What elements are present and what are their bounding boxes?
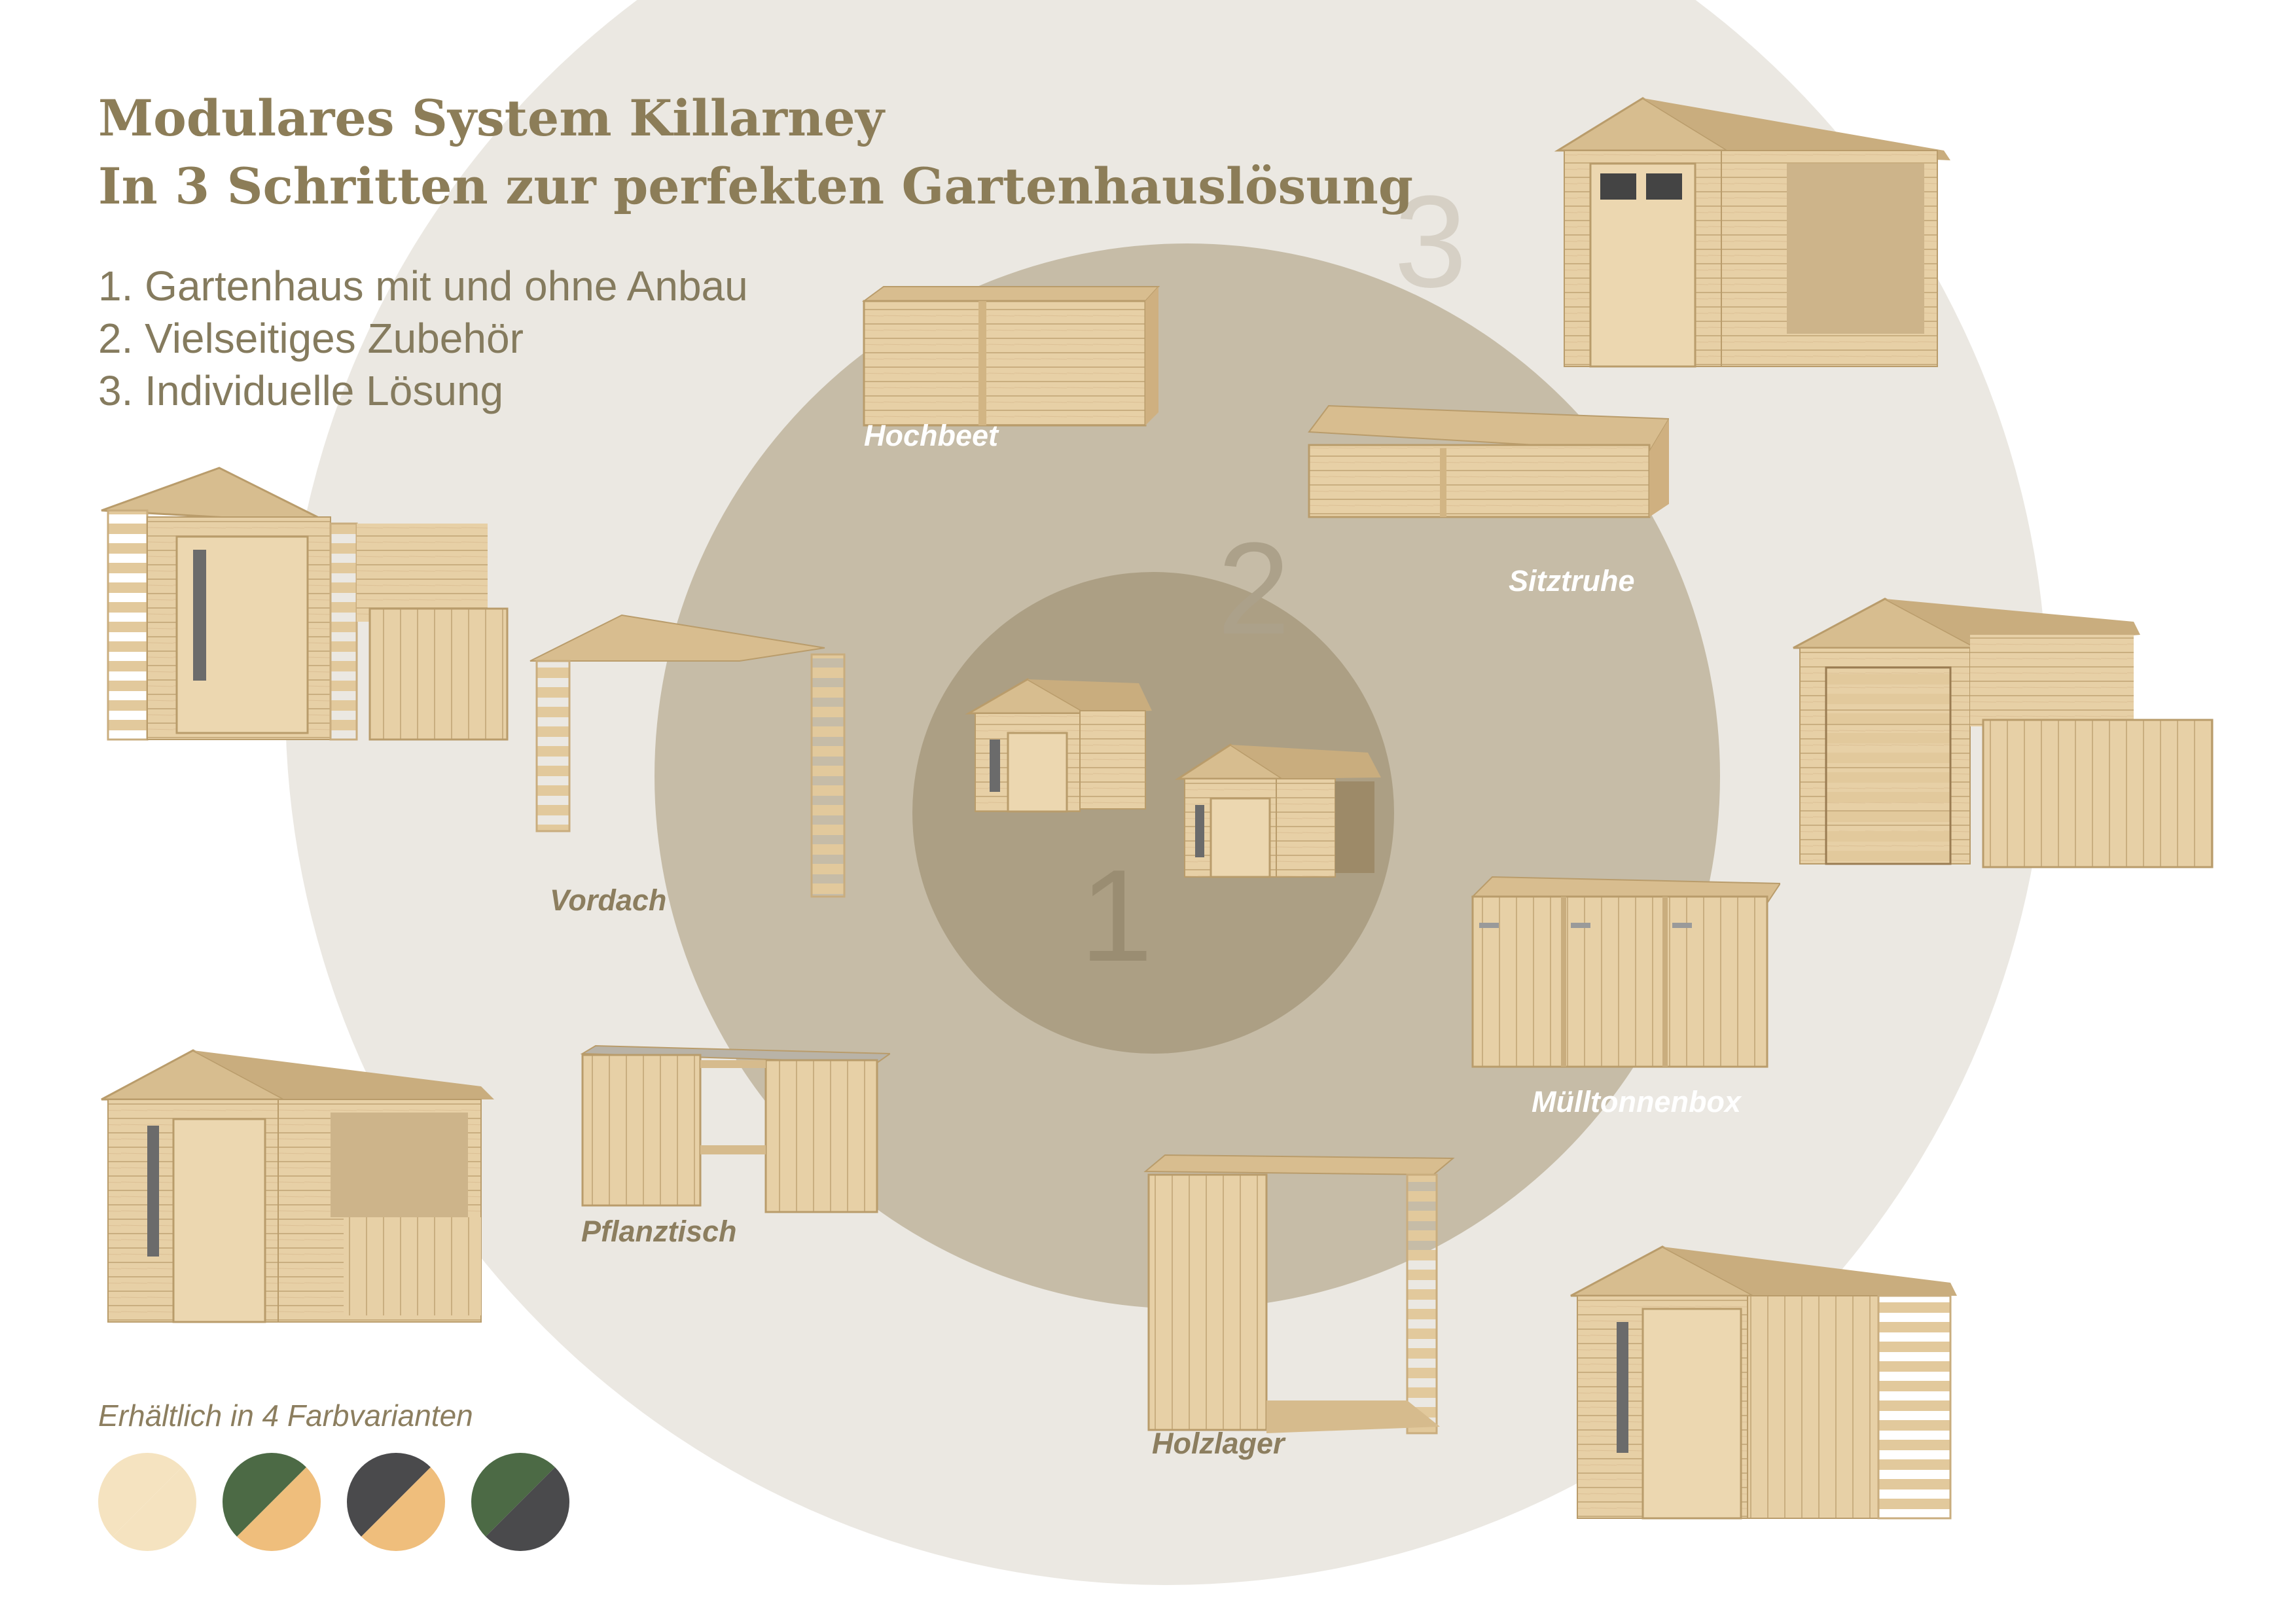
label-holzlager: Holzlager [1152,1427,1285,1460]
color-variants-title: Erhältlich in 4 Farbvarianten [98,1399,473,1433]
color-swatch[interactable] [98,1453,196,1551]
page-title-line-1: Modulares System Killarney [98,89,884,147]
sitztruhe-image [1302,399,1669,524]
pflanztisch-image [576,1041,890,1217]
step-item-2: 2. Vielseitiges Zubehör [98,315,524,362]
solution-house-vordach-bins-image [95,465,514,753]
solution-house-holzlager-image [1564,1243,1970,1531]
step-item-3: 3. Individuelle Lösung [98,367,504,414]
step-item-1: 1. Gartenhaus mit und ohne Anbau [98,262,748,310]
color-swatch[interactable] [471,1453,569,1551]
ring-number-3: 3 [1394,169,1467,315]
vordach-image [524,609,851,903]
solution-house-louver-bins-image [1787,596,2219,877]
page-title-line-2: In 3 Schritten zur perfekten Gartenhausl… [98,157,1413,215]
color-swatch[interactable] [347,1453,445,1551]
garden-house-image [962,668,1158,818]
label-muelltonnenbox: Mülltonnenbox [1532,1085,1741,1118]
holzlager-image [1139,1152,1460,1440]
label-pflanztisch: Pflanztisch [581,1215,737,1248]
solution-house-open-annex-image [1551,92,1957,380]
label-vordach: Vordach [550,883,667,917]
ring-number-2: 2 [1217,516,1291,662]
ring-number-1: 1 [1080,843,1153,989]
garden-house-with-annex-image [1172,726,1388,883]
label-sitztruhe: Sitztruhe [1509,564,1635,597]
color-swatch[interactable] [223,1453,321,1551]
label-hochbeet: Hochbeet [864,419,999,452]
muelltonnenbox-image [1466,870,1780,1073]
solution-house-annex-pflanztisch-image [95,1047,501,1335]
hochbeet-image [857,281,1165,432]
